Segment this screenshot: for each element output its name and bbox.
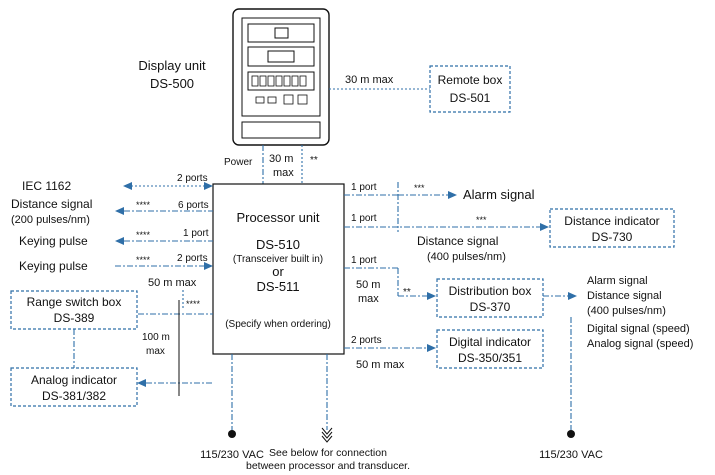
- distribution-output-3: (400 pulses/nm): [587, 305, 666, 317]
- distribution-cable-max: max: [358, 293, 379, 305]
- iec-ports: 2 ports: [177, 173, 208, 184]
- distribution-box-label: Distribution box: [449, 284, 532, 298]
- analog-cable-max: max: [146, 346, 165, 357]
- alarm-ports: 1 port: [351, 182, 377, 193]
- vac-right-label: 115/230 VAC: [539, 449, 603, 461]
- keying-out-stars: ****: [136, 230, 151, 240]
- processor-model-1-note: (Transceiver built in): [233, 254, 323, 265]
- remote-cable-length: 30 m max: [345, 74, 394, 86]
- processor-label: Processor unit: [236, 210, 319, 225]
- iec-label: IEC 1162: [22, 179, 71, 193]
- distribution-output-5: Analog signal (speed): [587, 338, 693, 350]
- distribution-arrow: [427, 292, 436, 300]
- transducer-arrow-icon: [321, 427, 333, 443]
- distance-arrow: [115, 207, 124, 215]
- vac-left-label: 115/230 VAC: [200, 449, 264, 461]
- alarm-arrow: [448, 191, 457, 199]
- display-unit-model: DS-500: [150, 76, 194, 91]
- keying-out-ports: 1 port: [183, 228, 209, 239]
- processor-unit: [212, 183, 345, 355]
- distance-indicator-arrow: [540, 223, 549, 231]
- bottom-note-1: See below for connection: [269, 447, 387, 459]
- distance-indicator-model: DS-730: [592, 230, 633, 244]
- digital-cable-length: 50 m max: [356, 359, 405, 371]
- remote-box: [429, 65, 511, 113]
- distance-indicator-label: Distance indicator: [564, 214, 659, 228]
- distance-label: Distance signal: [11, 197, 92, 211]
- distance-stars: ****: [136, 200, 151, 210]
- distance-indicator-ports: 1 port: [351, 213, 377, 224]
- distribution-cable-length: 50 m: [356, 279, 380, 291]
- distribution-stars: **: [403, 287, 411, 298]
- analog-cable-length: 100 m: [142, 332, 170, 343]
- keying-in-ports: 2 ports: [177, 253, 208, 264]
- power-label: Power: [224, 157, 253, 168]
- distribution-box-model: DS-370: [470, 300, 511, 314]
- range-switch-box: [10, 290, 138, 330]
- display-cable-max: max: [273, 167, 294, 179]
- digital-indicator-model: DS-350/351: [458, 351, 522, 365]
- display-unit-drawing: [232, 8, 330, 146]
- processor-model-1: DS-510: [256, 237, 300, 252]
- keying-in-arrow: [204, 262, 213, 270]
- processor-or: or: [272, 264, 284, 279]
- iec-arrow-right: [204, 182, 213, 190]
- distance-ports: 6 ports: [178, 200, 209, 211]
- digital-indicator-label: Digital indicator: [449, 335, 531, 349]
- range-switch-model: DS-389: [54, 311, 95, 325]
- digital-indicator: [436, 329, 544, 369]
- distance-signal-400: Distance signal: [417, 234, 498, 248]
- keying-out-label: Keying pulse: [19, 234, 88, 248]
- distribution-output-4: Digital signal (speed): [587, 323, 690, 335]
- keying-in-stars: ****: [136, 255, 151, 265]
- distance-indicator: [549, 208, 675, 248]
- distance-label-sub: (200 pulses/nm): [11, 214, 90, 226]
- distribution-output-1: Alarm signal: [587, 275, 648, 287]
- alarm-label: Alarm signal: [463, 187, 535, 202]
- digital-ports: 2 ports: [351, 335, 382, 346]
- analog-indicator-label: Analog indicator: [31, 373, 117, 387]
- keying-in-label: Keying pulse: [19, 259, 88, 273]
- distribution-output-arrow: [568, 292, 577, 300]
- display-unit-label: Display unit: [138, 58, 206, 73]
- distribution-box: [436, 278, 544, 318]
- distance-indicator-stars: ***: [476, 215, 487, 225]
- bottom-note-2: between processor and transducer.: [246, 460, 410, 472]
- keying-out-arrow: [115, 237, 124, 245]
- remote-box-model: DS-501: [450, 91, 491, 105]
- alarm-stars: ***: [414, 183, 425, 193]
- processor-model-2: DS-511: [256, 279, 299, 294]
- distribution-output-2: Distance signal: [587, 290, 662, 302]
- distance-signal-400-sub: (400 pulses/nm): [427, 251, 506, 263]
- iec-arrow-left: [123, 182, 132, 190]
- distribution-ports: 1 port: [351, 255, 377, 266]
- vac-left-terminal: [228, 430, 236, 438]
- vac-right-terminal: [567, 430, 575, 438]
- analog-indicator-model: DS-381/382: [42, 389, 106, 403]
- range-switch-stars: ****: [186, 299, 201, 309]
- processor-note: (Specify when ordering): [225, 319, 331, 330]
- remote-box-label: Remote box: [438, 73, 503, 87]
- analog-indicator: [10, 367, 138, 407]
- display-cable-length: 30 m: [269, 153, 293, 165]
- digital-arrow: [427, 344, 436, 352]
- range-switch-label: Range switch box: [27, 295, 122, 309]
- range-cable-length: 50 m max: [148, 277, 197, 289]
- display-cable-note: **: [310, 155, 318, 166]
- analog-arrow: [137, 379, 146, 387]
